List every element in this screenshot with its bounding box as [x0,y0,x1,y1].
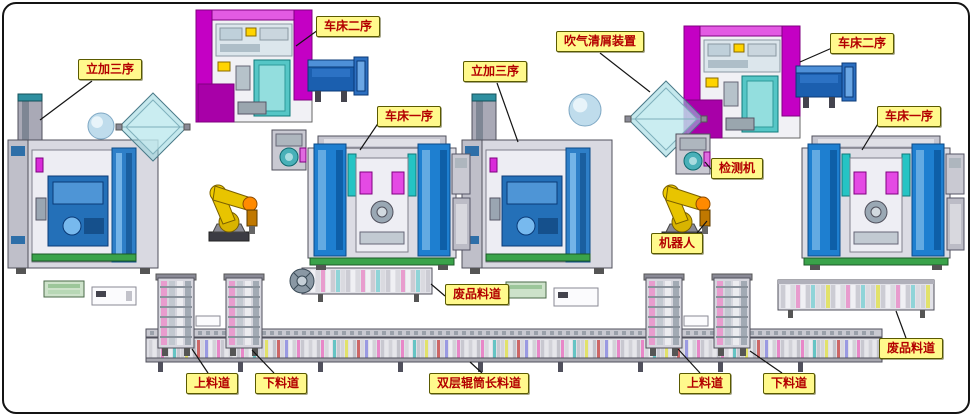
lathe2-machine-right [683,25,801,139]
detector-unit-left [271,129,307,171]
loader-tower-right-up [643,273,685,356]
robot-left [208,184,258,242]
label-inspection-machine: 检测机 [711,158,764,179]
label-double-roller-long-chute: 双层辊筒长料道 [429,373,530,394]
loader-tower-left-down [223,273,265,356]
sphere-part-left [87,112,115,140]
storage-boxes-left [43,280,221,327]
sphere-part-right [568,93,602,127]
label-lathe-seq1-right: 车床一序 [877,106,942,127]
side-units-left [451,153,471,251]
label-load-chute-left: 上料道 [186,373,239,394]
outfeed-conveyor-left [307,56,369,102]
lathe1-machine-right [801,135,951,270]
inspection-unit-right [675,133,711,175]
loader-tower-left-up [155,273,197,356]
loader-tower-right-down [711,273,753,356]
label-lathe-seq2-right: 车床二序 [830,33,895,54]
outfeed-conveyor-right [795,62,857,108]
label-scrap-chute-mid: 废品料道 [445,284,510,305]
scrap-conveyor-right [777,279,935,318]
label-lathe-seq1-left: 车床一序 [377,106,442,127]
scrap-conveyor-mid [289,267,433,302]
label-unload-chute-left: 下料道 [255,373,308,394]
label-load-chute-right: 上料道 [679,373,732,394]
label-vmc-seq3-left: 立加三序 [78,59,143,80]
lathe2-machine-left [195,9,313,123]
vmc-machine-left [7,93,159,274]
storage-boxes-right [505,281,709,327]
label-vmc-seq3-right: 立加三序 [463,61,528,82]
label-lathe-seq2-left: 车床二序 [316,16,381,37]
glass-panel-left [115,92,191,162]
leader-lines [39,29,907,374]
label-unload-chute-right: 下料道 [763,373,816,394]
side-units-right [945,153,965,251]
label-air-blow-cleaner: 吹气清屑装置 [556,31,645,52]
label-robot: 机器人 [651,233,704,254]
label-scrap-chute-right: 废品料道 [879,338,944,359]
lathe1-machine-left [307,135,457,270]
